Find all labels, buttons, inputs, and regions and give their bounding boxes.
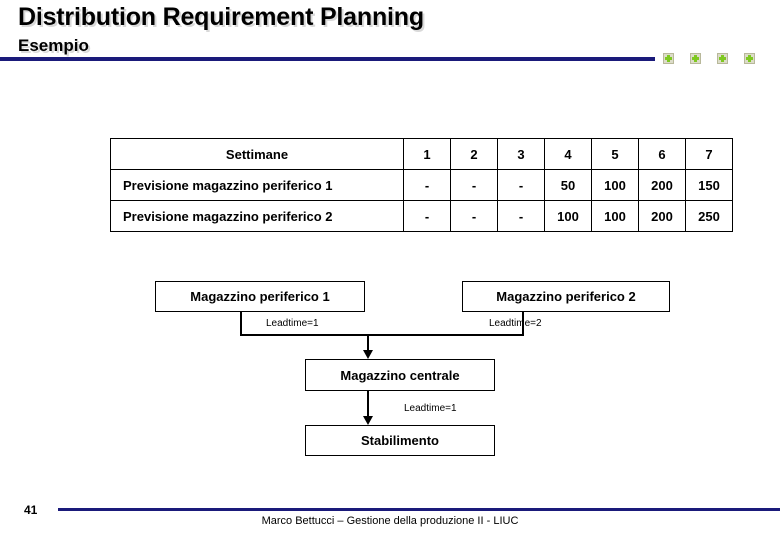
row-cell: 200 xyxy=(638,200,686,232)
forecast-table: Settimane 1 2 3 4 5 6 7 Previsione magaz… xyxy=(110,138,733,232)
row-cell: 150 xyxy=(685,169,733,201)
diagram-node-magazzino-periferico-1: Magazzino periferico 1 xyxy=(155,281,365,312)
page-number: 41 xyxy=(24,503,38,517)
table-header-week-7: 7 xyxy=(685,138,733,170)
row-cell: - xyxy=(497,200,545,232)
diagram-node-magazzino-periferico-2: Magazzino periferico 2 xyxy=(462,281,670,312)
row-label: Previsione magazzino periferico 2 xyxy=(110,200,404,232)
table-header-week-2: 2 xyxy=(450,138,498,170)
connector-line-to-central xyxy=(367,334,369,352)
row-cell: - xyxy=(403,169,451,201)
row-cell: 100 xyxy=(591,169,639,201)
diagram-node-stabilimento: Stabilimento xyxy=(305,425,495,456)
connector-line-horizontal xyxy=(240,334,524,336)
decorative-square-icon xyxy=(744,53,755,64)
table-row: Previsione magazzino periferico 1 - - - … xyxy=(110,169,733,201)
table-header-label: Settimane xyxy=(110,138,404,170)
table-row: Previsione magazzino periferico 2 - - - … xyxy=(110,200,733,232)
footer-credit: Marco Bettucci – Gestione della produzio… xyxy=(261,515,519,527)
header-divider xyxy=(0,57,655,61)
row-cell: - xyxy=(450,169,498,201)
row-cell: - xyxy=(403,200,451,232)
cross-icon-horizontal xyxy=(719,57,726,60)
page-subtitle: Esempio xyxy=(18,36,89,55)
row-cell: - xyxy=(497,169,545,201)
row-cell: 50 xyxy=(544,169,592,201)
row-cell: 200 xyxy=(638,169,686,201)
edge-label-leadtime-wh2: Leadtime=2 xyxy=(489,318,542,329)
cross-icon-horizontal xyxy=(692,57,699,60)
connector-line-wh2 xyxy=(522,312,524,336)
edge-label-leadtime-wh1: Leadtime=1 xyxy=(266,318,319,329)
table-header-week-4: 4 xyxy=(544,138,592,170)
table-header-row: Settimane 1 2 3 4 5 6 7 xyxy=(110,138,733,170)
row-cell: 100 xyxy=(591,200,639,232)
edge-label-leadtime-central: Leadtime=1 xyxy=(404,403,457,414)
table-header-week-1: 1 xyxy=(403,138,451,170)
cross-icon-horizontal xyxy=(665,57,672,60)
row-cell: - xyxy=(450,200,498,232)
row-label: Previsione magazzino periferico 1 xyxy=(110,169,404,201)
cross-icon-horizontal xyxy=(746,57,753,60)
row-cell: 250 xyxy=(685,200,733,232)
decorative-square-icon xyxy=(717,53,728,64)
connector-line-wh1 xyxy=(240,312,242,336)
page-title: Distribution Requirement Planning xyxy=(18,3,424,31)
connector-line-central-to-plant xyxy=(367,391,369,418)
diagram-node-magazzino-centrale: Magazzino centrale xyxy=(305,359,495,391)
row-cell: 100 xyxy=(544,200,592,232)
arrow-icon-to-central xyxy=(363,350,373,359)
arrow-icon-to-plant xyxy=(363,416,373,425)
decorative-square-icon xyxy=(690,53,701,64)
decorative-square-icon xyxy=(663,53,674,64)
table-header-week-3: 3 xyxy=(497,138,545,170)
table-header-week-5: 5 xyxy=(591,138,639,170)
table-header-week-6: 6 xyxy=(638,138,686,170)
footer-divider xyxy=(58,508,780,511)
